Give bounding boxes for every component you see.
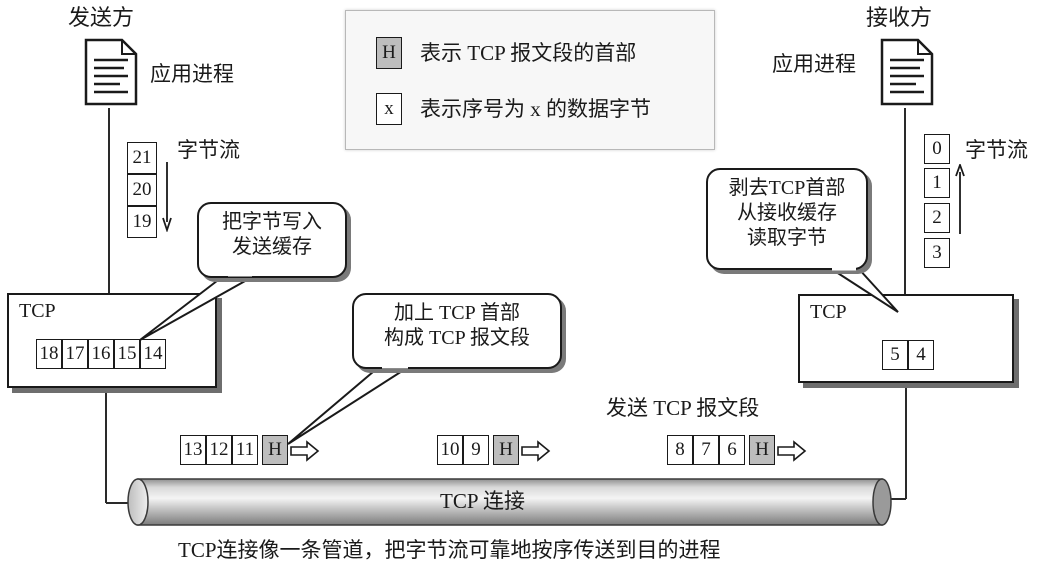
receiver-callout-line: 剥去TCP首部 [728,177,846,199]
segment-arrow-icon [777,440,807,462]
receiver-tcp-label: TCP [810,301,847,323]
sender-document-icon [84,38,138,106]
receiver-buffer-byte: 4 [908,340,934,370]
segment-byte: 9 [463,435,489,465]
legend-byte-symbol: x [376,93,402,125]
segment-byte: 11 [232,435,258,465]
segment-byte: 7 [693,435,719,465]
receiver-stream-byte: 0 [924,134,950,164]
legend-box: H 表示 TCP 报文段的首部 x 表示序号为 x 的数据字节 [345,10,715,150]
receiver-document-icon [880,38,934,106]
sender-callout-line: 把字节写入 [222,211,322,233]
segment-arrow-icon [290,440,320,462]
figure-caption: TCP连接像一条管道，把字节流可靠地按序传送到目的进程 [178,538,721,562]
receiver-stream-up-arrow [955,164,965,234]
sender-stream-byte: 19 [127,206,157,238]
sender-callout-line: 发送缓存 [232,236,312,258]
sender-stream-byte: 21 [127,142,157,174]
segment-byte: 12 [206,435,232,465]
pipe-label: TCP 连接 [440,489,525,513]
segment-byte: 13 [180,435,206,465]
receiver-callout-line: 读取字节 [747,227,827,249]
legend-header-symbol: H [376,37,402,69]
legend-byte-text: 表示序号为 x 的数据字节 [420,97,651,121]
sender-callout: 把字节写入 发送缓存 [197,202,347,278]
sender-buffer-byte: 18 [36,339,62,369]
receiver-tcp-box: TCP 5 4 [798,294,1014,383]
sender-stream-byte: 20 [127,174,157,206]
sender-app-label: 应用进程 [150,62,234,86]
middle-callout: 加上 TCP 首部 构成 TCP 报文段 [352,293,562,369]
segment-header: H [749,435,775,465]
receiver-buffer-byte: 5 [882,340,908,370]
sender-buffer-byte: 14 [140,339,166,369]
sender-buffer-byte: 15 [114,339,140,369]
sender-buffer-byte: 17 [62,339,88,369]
receiver-callout-line: 从接收缓存 [737,202,837,224]
send-segment-label: 发送 TCP 报文段 [606,396,760,420]
receiver-stream-byte: 1 [924,168,950,198]
receiver-app-label: 应用进程 [772,52,856,76]
sender-stream-down-arrow [162,162,172,232]
receiver-title: 接收方 [866,5,933,30]
sender-tcp-label: TCP [19,300,56,322]
receiver-stream-label: 字节流 [965,138,1028,162]
segment-header: H [262,435,288,465]
receiver-callout: 剥去TCP首部 从接收缓存 读取字节 [706,168,868,270]
sender-title: 发送方 [68,5,135,30]
receiver-stream-byte: 2 [924,203,950,233]
receiver-stream-byte: 3 [924,238,950,268]
sender-buffer-byte: 16 [88,339,114,369]
segment-byte: 10 [437,435,463,465]
segment-header: H [493,435,519,465]
sender-app-line [108,108,110,294]
segment-arrow-icon [521,440,551,462]
receiver-app-line [904,108,906,294]
legend-header-text: 表示 TCP 报文段的首部 [420,41,637,65]
sender-stream-label: 字节流 [177,138,240,162]
middle-callout-line: 构成 TCP 报文段 [384,327,530,349]
middle-callout-line: 加上 TCP 首部 [394,302,520,324]
segment-byte: 6 [719,435,745,465]
segment-byte: 8 [667,435,693,465]
